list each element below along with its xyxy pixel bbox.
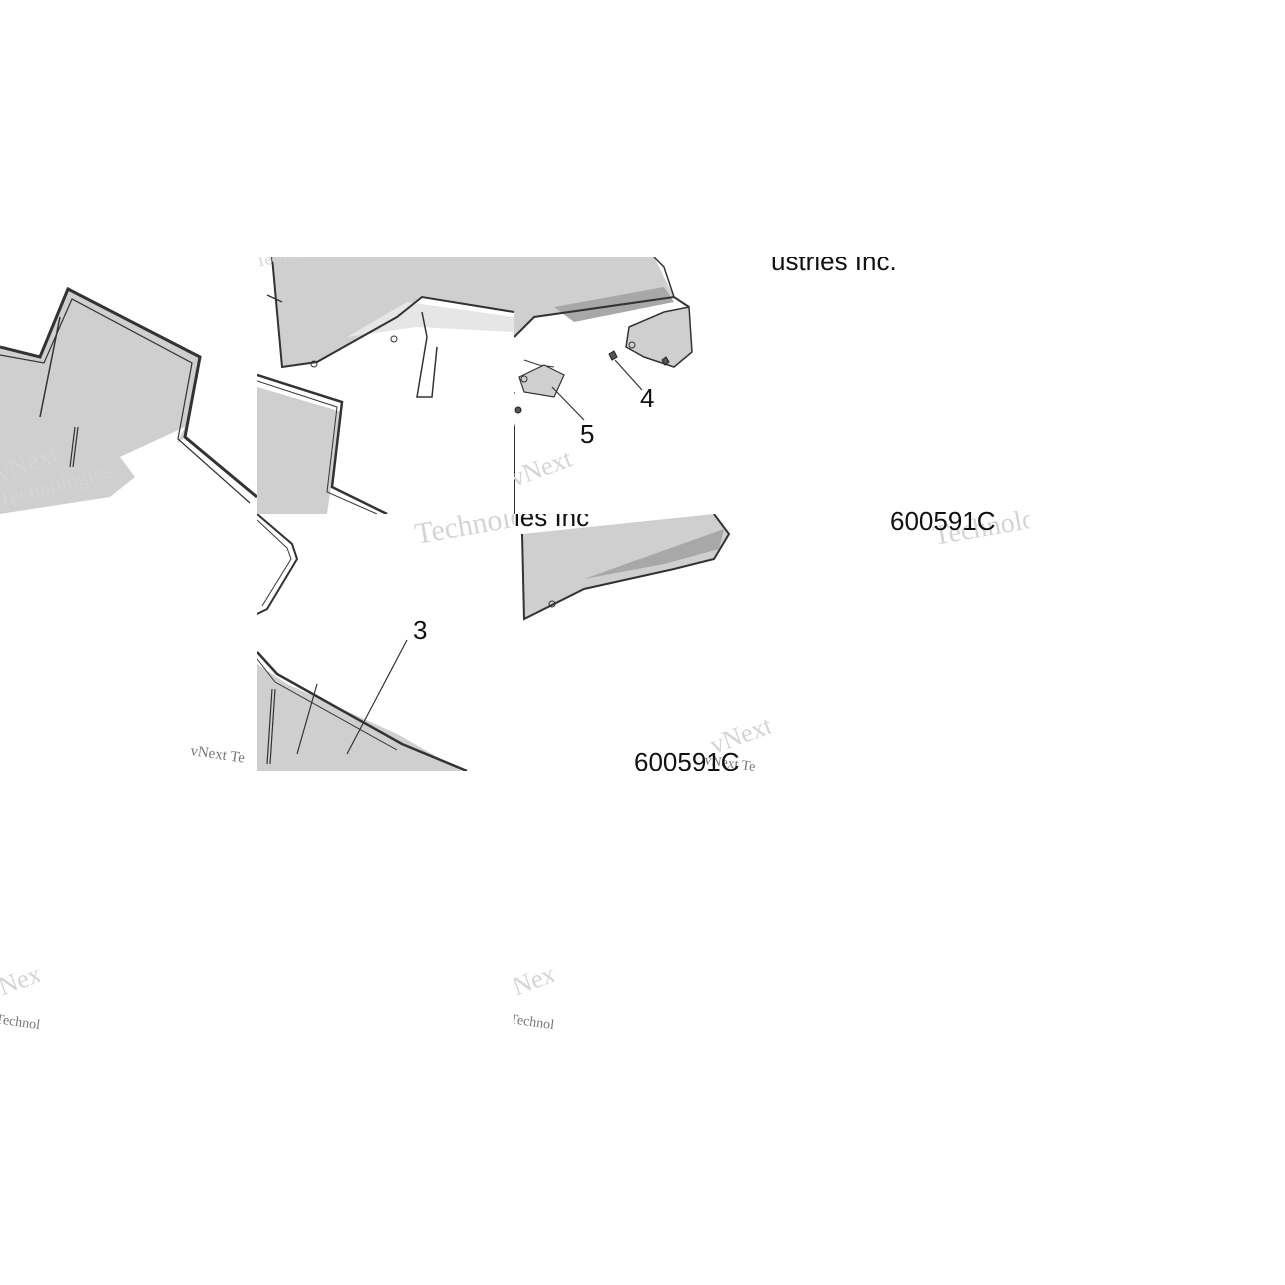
diagram-tile-watermark-left: vNext Te xyxy=(185,735,257,771)
watermark-text: Technologies xyxy=(412,514,514,551)
drawing-number-strip: Technologies 600591C xyxy=(890,505,1030,550)
watermark-text: vNext Te xyxy=(189,743,246,767)
fairing-top-drawing: Technologies xyxy=(257,257,514,514)
diagram-tile-watermark-lower-left: vNext Technologies xyxy=(0,965,40,1030)
callout-4: 4 xyxy=(640,383,654,413)
callout-5: 5 xyxy=(580,419,594,449)
diagram-tile-windshield-left: vNext Technologies xyxy=(0,257,257,514)
leader-line-4 xyxy=(614,359,643,391)
watermark-text: vNext xyxy=(514,965,554,1006)
watermark-strip: vNext Te xyxy=(189,743,246,767)
diagram-tile-fairing-top: Technologies xyxy=(257,257,514,514)
watermark-text: Technologies xyxy=(514,1012,554,1030)
drawing-number: 600591C xyxy=(890,506,996,536)
diagram-tile-windshield-lower: Technologies 3 xyxy=(257,514,514,771)
windshield-left-drawing: vNext Technologies xyxy=(0,286,257,514)
watermark-text: vNext xyxy=(0,965,40,1006)
leader-line-3 xyxy=(346,639,408,755)
windshield-lower-drawing: Technologies 3 xyxy=(257,514,514,771)
watermark-strip: vNext Technologies xyxy=(514,965,554,1030)
watermark-text: vNext xyxy=(514,443,576,492)
diagram-tile-company-text: ustries Inc. xyxy=(771,257,1028,287)
drawing-number-fragment: 600591C xyxy=(634,747,740,771)
watermark-text: Technologies xyxy=(0,1012,40,1030)
callout-3: 3 xyxy=(413,615,427,645)
fairing-lower-drawing: ies Inc vNext vNext Te 600591C xyxy=(514,514,771,771)
diagram-tile-drawing-number: Technologies 600591C xyxy=(880,505,1030,550)
watermark-strip: vNext Technologies xyxy=(0,965,40,1030)
company-text-strip: ustries Inc. xyxy=(771,257,897,276)
side-panel-drawing: 4 5 vNext xyxy=(514,257,693,514)
company-name-fragment: ies Inc xyxy=(514,514,589,532)
diagram-tile-watermark-lower-center: vNext Technologies xyxy=(514,965,554,1030)
company-name-fragment: ustries Inc. xyxy=(771,257,897,276)
watermark-text: vNext Te xyxy=(703,753,756,771)
leader-line-5 xyxy=(551,386,585,421)
diagram-tile-side-panel: 4 5 vNext xyxy=(514,257,771,514)
diagram-tile-fairing-lower: ies Inc vNext vNext Te 600591C xyxy=(514,514,771,771)
